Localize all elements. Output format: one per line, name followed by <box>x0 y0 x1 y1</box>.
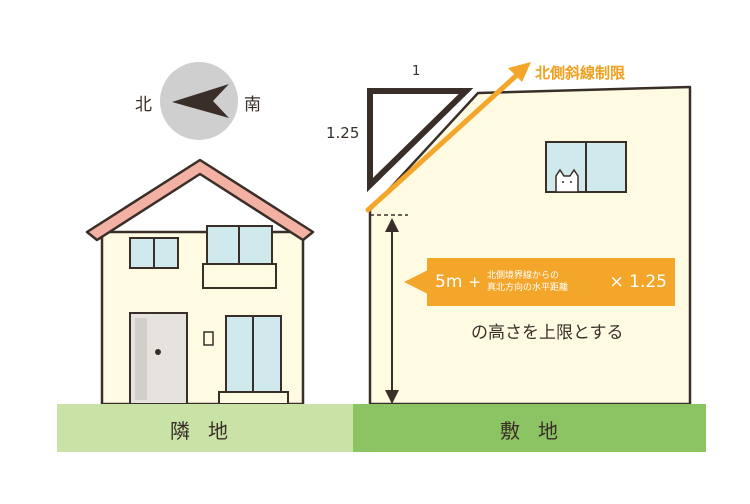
north-label: 北 <box>135 95 152 115</box>
slope-limit-line <box>365 71 521 213</box>
south-label: 南 <box>244 95 261 115</box>
formula-pointer-icon <box>404 270 428 294</box>
height-arrow-down-icon <box>385 390 399 404</box>
formula-box: 5m + 北側境界線からの 真北方向の水平距離 × 1.25 <box>427 258 675 306</box>
neighbor-ground <box>57 404 353 452</box>
height-arrow-up-icon <box>385 218 399 232</box>
slope-horizontal-label: 1 <box>412 64 421 79</box>
neighbor-house <box>85 158 315 406</box>
slope-triangle <box>367 88 474 193</box>
slope-limit-label: 北側斜線制限 <box>535 64 626 82</box>
formula-distance: 北側境界線からの 真北方向の水平距離 <box>487 270 568 294</box>
north-arrow-icon <box>172 84 229 118</box>
formula-distance-line1: 北側境界線からの <box>486 271 559 281</box>
house-balcony <box>202 263 277 289</box>
neighbor-ground-label: 隣地 <box>170 419 246 443</box>
cat-icon <box>555 168 579 193</box>
formula-base: 5m <box>435 272 463 292</box>
site-ground <box>353 404 706 452</box>
intercom <box>203 331 214 346</box>
door-knob <box>155 349 161 355</box>
slope-arrow-icon <box>508 62 531 82</box>
slope-vertical-label: 1.25 <box>326 124 360 142</box>
formula-multiplier: × 1.25 <box>609 272 668 292</box>
formula-plus: + <box>468 273 481 291</box>
house-roof <box>85 158 315 242</box>
formula-distance-line2: 真北方向の水平距離 <box>486 283 568 293</box>
formula-caption: の高さを上限とする <box>471 323 624 343</box>
site-ground-label: 敷地 <box>500 419 576 443</box>
